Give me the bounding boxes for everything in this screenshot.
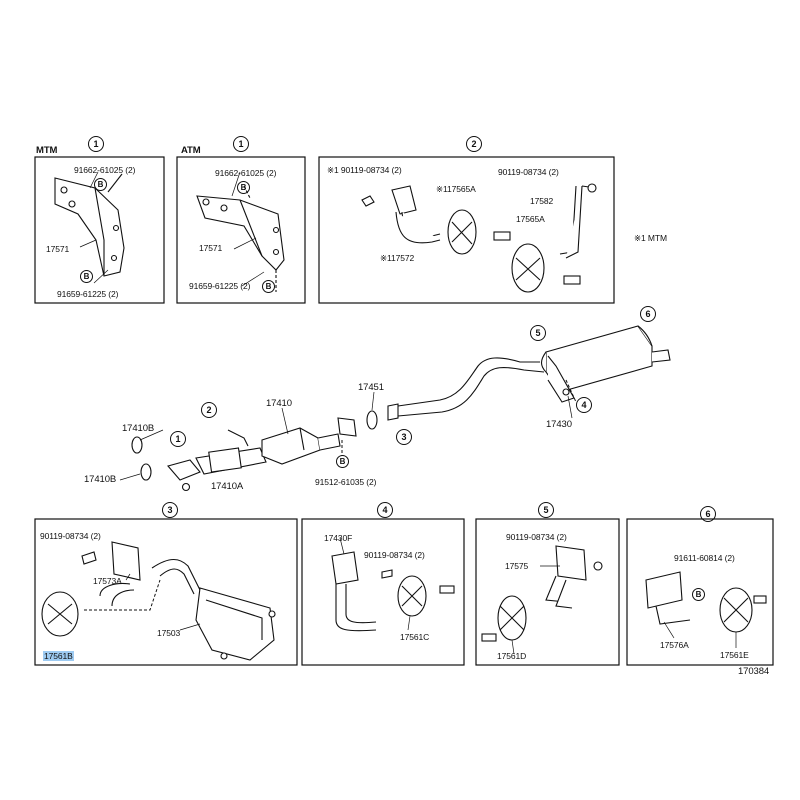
ref-circle-mtm: 1 [88,136,104,152]
mtm-part-bolt: 91662-61025 (2) [74,165,136,175]
p4-part-bracket: 17430F [324,533,353,543]
atm-variant-label: ATM [181,145,201,156]
highlighted-part-label: 17561B [43,651,74,661]
panel-3-frame [34,518,298,666]
p5-part-bolt: 90119-08734 (2) [506,532,567,542]
p4-part-bolt: 90119-08734 (2) [364,550,425,560]
atm-fastener-b-top: B [237,181,250,194]
ref-circle-2-top: 2 [466,136,482,152]
p2-part-support-mtm: ※117572 [380,253,415,263]
p6-part-hanger: 17561E [720,650,749,660]
atm-fastener-b-bottom: B [262,280,275,293]
ref-circle-5: 5 [530,325,546,341]
main-part-nut: 17410A [211,481,244,492]
main-part-ring-lower: 17410B [84,474,117,485]
panel-2-frame [318,156,615,304]
p3-part-hanger-highlighted: 17561B [43,651,74,661]
atm-part-bracket: 17571 [199,243,223,253]
main-fastener-b: B [336,455,349,468]
panel-atm-frame [176,156,306,304]
panel-5-frame [475,518,620,666]
mtm-fastener-b-bottom: B [80,270,93,283]
p3-part-bracket: 17573A [93,576,122,586]
ref-circle-2: 2 [201,402,217,418]
panel-6-frame [626,518,774,666]
panel-5-drawing [481,545,603,642]
main-part-ring-upper: 17410B [122,423,155,434]
exhaust-pipe-drawing [131,325,671,492]
mtm-bracket-drawing [54,173,125,277]
panel-3-drawing [41,541,276,661]
p2-part-hanger-a-mtm: ※117565A [436,184,476,194]
ref-circle-4-panel: 4 [377,502,393,518]
panel-2-drawing [361,183,597,293]
p2-part-bolt: 90119-08734 (2) [498,167,559,177]
mtm-fastener-b-top: B [94,178,107,191]
ref-circle-3: 3 [396,429,412,445]
footnote-mtm: ※1 MTM [634,233,667,243]
p6-fastener-b: B [692,588,705,601]
p5-part-hanger: 17561D [497,651,527,661]
ref-circle-4: 4 [576,397,592,413]
main-part-bolt: 91512-61035 (2) [315,477,377,487]
p3-part-heat-insulator: 17503 [157,628,181,638]
ref-circle-atm: 1 [233,136,249,152]
ref-circle-6-panel: 6 [700,506,716,522]
mtm-part-nut: 91659-61225 (2) [57,289,119,299]
leader-lines [79,171,737,655]
p6-part-bracket: 17576A [660,640,689,650]
atm-bracket-drawing [196,185,285,292]
panel-4-frame [301,518,465,666]
p3-part-bolt: 90119-08734 (2) [40,531,101,541]
main-part-tail-pipe: 17430 [546,419,572,430]
mtm-variant-label: MTM [36,145,58,156]
panel-6-drawing [645,571,767,633]
panel-mtm-frame [34,156,165,304]
ref-circle-1: 1 [170,431,186,447]
diagram-number: 170384 [738,666,770,677]
atm-part-nut: 91659-61225 (2) [189,281,251,291]
mtm-part-bracket: 17571 [46,244,70,254]
p2-part-bolt-mtm: ※1 90119-08734 (2) [327,165,402,175]
p6-part-bolt: 91611-60814 (2) [674,553,735,563]
p4-part-hanger: 17561C [400,632,430,642]
main-part-gasket: 17451 [358,382,384,393]
ref-circle-5-panel: 5 [538,502,554,518]
p2-part-bracket: 17582 [530,196,554,206]
ref-circle-6: 6 [640,306,656,322]
main-part-front-pipe: 17410 [266,398,292,409]
panel-4-drawing [331,551,455,632]
p5-part-bracket: 17575 [505,561,529,571]
ref-circle-3-panel: 3 [162,502,178,518]
p2-part-hanger-a: 17565A [516,214,545,224]
atm-part-bolt: 91662-61025 (2) [215,168,277,178]
